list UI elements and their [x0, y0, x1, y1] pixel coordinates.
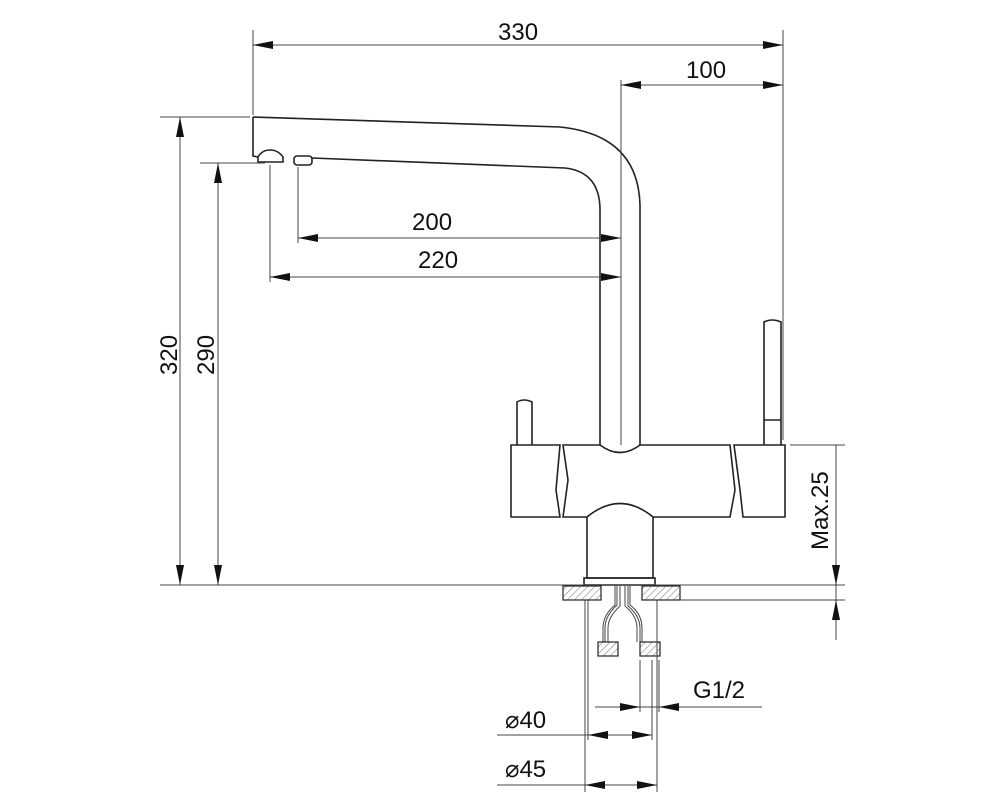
dim-overall-height: 320 [156, 335, 183, 375]
dim-hole-max: ⌀45 [505, 756, 546, 783]
fitting-left [597, 641, 619, 657]
dim-lever-offset: 100 [686, 57, 726, 84]
dim-thread: G1/2 [693, 677, 745, 704]
supply-hoses [602, 586, 643, 642]
stem [586, 517, 654, 579]
faucet-outline [252, 116, 786, 657]
aerator-large [257, 149, 284, 163]
dim-hole-min: ⌀40 [505, 707, 546, 734]
dim-aerator-reach-inner: 200 [412, 209, 452, 236]
aerator-small [293, 155, 313, 166]
extension-lines [160, 30, 845, 792]
dim-max-deck-thickness: Max.25 [807, 471, 834, 550]
dimension-lines [176, 41, 840, 789]
left-lever [516, 399, 533, 445]
body-right [733, 444, 786, 518]
right-lever [763, 319, 782, 445]
base-plate [583, 577, 656, 586]
dim-aerator-reach-outer: 220 [418, 247, 458, 274]
fitting-right [639, 641, 661, 657]
dim-spout-clearance: 290 [193, 335, 220, 375]
dim-overall-reach: 330 [498, 19, 538, 46]
deck-left [562, 585, 602, 601]
deck-right [641, 585, 681, 601]
body-left [510, 444, 561, 518]
body-center [562, 444, 736, 518]
spout [252, 116, 641, 445]
